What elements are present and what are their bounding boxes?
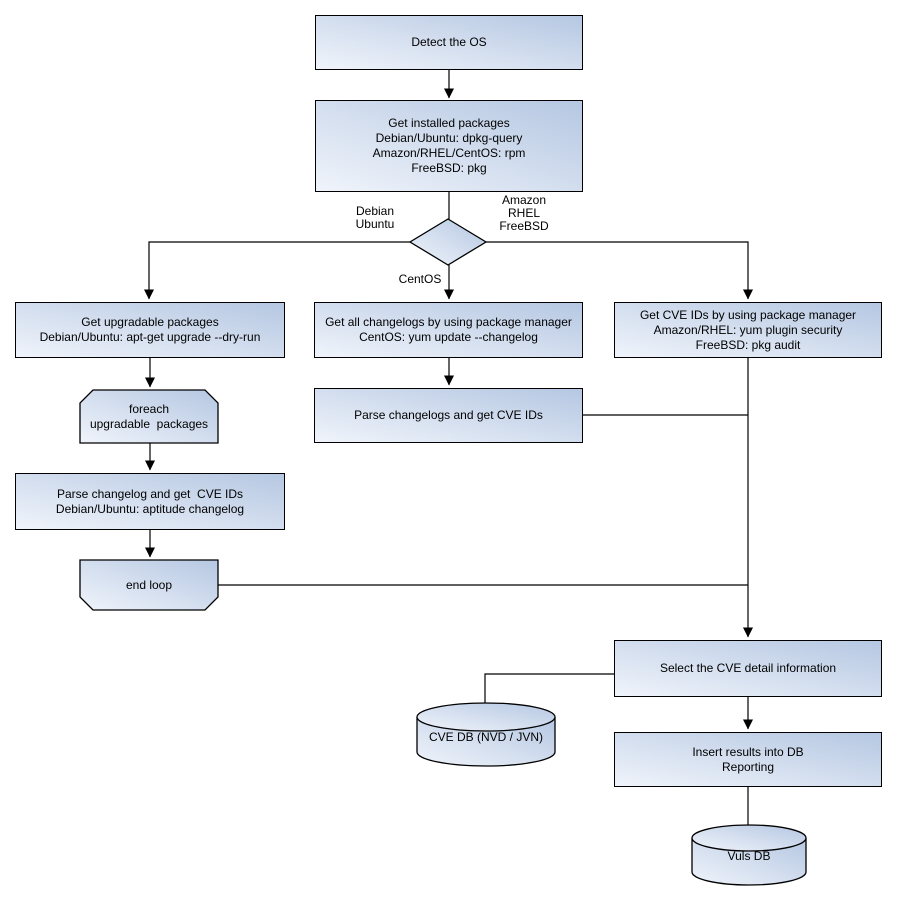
end-loop-shape	[79, 559, 219, 611]
os-decision-diamond	[408, 218, 488, 266]
node-get-cve-ids-pkg-manager-label: Get CVE IDs by using package manager Ama…	[639, 307, 857, 352]
node-get-installed-packages: Get installed packages Debian/Ubuntu: dp…	[315, 100, 583, 192]
cve-db-cylinder-top	[416, 702, 556, 732]
node-parse-changelogs-centos: Parse changelogs and get CVE IDs	[314, 388, 583, 443]
vuls-db-cylinder	[691, 824, 807, 886]
cve-db-cylinder	[416, 702, 556, 767]
node-insert-results-label: Insert results into DB Reporting	[692, 744, 804, 774]
node-get-cve-ids-pkg-manager: Get CVE IDs by using package manager Ama…	[614, 302, 882, 358]
node-get-upgradable-packages: Get upgradable packages Debian/Ubuntu: a…	[15, 302, 285, 358]
edge-label-amazon-rhel-freebsd: Amazon RHEL FreeBSD	[499, 193, 549, 233]
node-insert-results: Insert results into DB Reporting	[614, 732, 882, 787]
edge-select-to-cvedb	[484, 673, 614, 703]
node-parse-changelog-debian-label: Parse changelog and get CVE IDs Debian/U…	[55, 486, 245, 516]
node-detect-os-label: Detect the OS	[411, 35, 487, 49]
edge-decision-to-upgradable	[144, 241, 410, 300]
node-get-installed-packages-label: Get installed packages Debian/Ubuntu: dp…	[372, 116, 526, 175]
node-select-cve-detail: Select the CVE detail information	[614, 640, 882, 697]
node-select-cve-detail-label: Select the CVE detail information	[659, 661, 837, 675]
edge-label-debian-ubuntu: Debian Ubuntu	[355, 204, 395, 231]
node-parse-changelogs-centos-label: Parse changelogs and get CVE IDs	[354, 408, 543, 422]
foreach-loop-shape	[79, 389, 219, 444]
node-detect-os: Detect the OS	[315, 15, 583, 70]
edge-decision-to-cve-ids	[486, 241, 753, 300]
vuls-db-cylinder-top	[691, 824, 807, 852]
edge-label-centos: CentOS	[398, 272, 442, 286]
node-get-upgradable-packages-label: Get upgradable packages Debian/Ubuntu: a…	[39, 315, 261, 344]
node-parse-changelog-debian: Parse changelog and get CVE IDs Debian/U…	[15, 473, 285, 530]
node-get-all-changelogs-label: Get all changelogs by using package mana…	[325, 315, 572, 344]
node-get-all-changelogs: Get all changelogs by using package mana…	[314, 302, 583, 358]
